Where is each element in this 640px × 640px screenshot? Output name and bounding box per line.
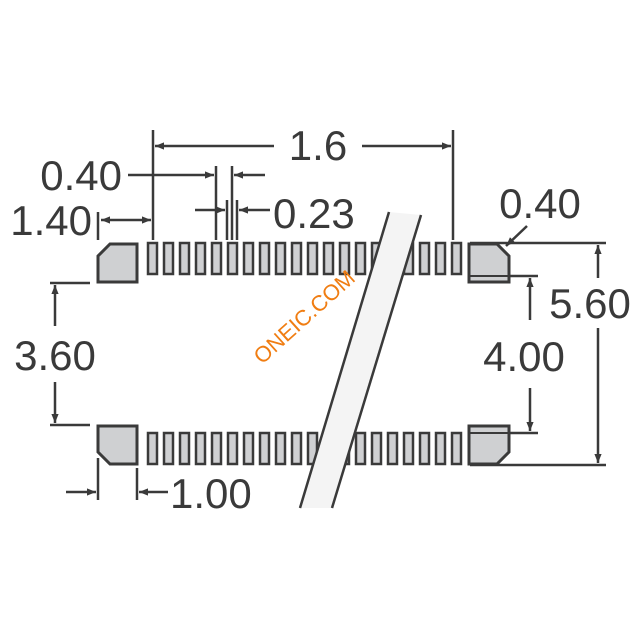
pin-pad (386, 431, 399, 466)
pin-pad (210, 241, 223, 276)
pin-pad (418, 431, 431, 466)
pin-pad (450, 241, 463, 276)
pin-pad (354, 431, 367, 466)
pin-pad (194, 431, 207, 466)
dim-pin-pitch (128, 166, 265, 240)
top-pin-row (146, 241, 463, 276)
label-corner-pad-width: 1.00 (170, 470, 252, 517)
pin-pad (290, 431, 303, 466)
break-line-left (298, 211, 391, 509)
label-end-offset: 1.40 (10, 197, 92, 244)
label-pin-pitch: 0.40 (40, 152, 122, 199)
pin-pad (178, 431, 191, 466)
pin-pad (258, 431, 271, 466)
pin-pad (178, 241, 191, 276)
break-line-right (330, 214, 423, 509)
pin-pad (162, 431, 175, 466)
pin-pad (242, 241, 255, 276)
watermark: ONEIC.COM (249, 265, 360, 369)
label-corner-chamfer: 0.40 (499, 180, 581, 227)
break-band (300, 212, 421, 508)
corner-pad-bottom-right (467, 424, 511, 466)
pin-pad (306, 241, 319, 276)
dim-corner-pad-width (66, 458, 168, 500)
pin-pad (274, 431, 287, 466)
corner-pad-bottom-left (96, 424, 139, 466)
pin-pad (242, 431, 255, 466)
pin-pad (354, 241, 367, 276)
pin-pad (194, 241, 207, 276)
dim-outer-height (470, 241, 606, 467)
pin-pad (338, 241, 351, 276)
dim-pin-width (195, 200, 270, 240)
pin-pad (402, 431, 415, 466)
pin-pad (226, 241, 239, 276)
pin-pad (258, 241, 271, 276)
label-overall-span: 1.6 (289, 122, 347, 169)
dim-end-offset (96, 212, 151, 240)
label-outer-height: 5.60 (549, 280, 631, 327)
pin-pad (146, 431, 159, 466)
pin-pad (226, 431, 239, 466)
corner-pad-top-left (96, 242, 139, 284)
label-inner-span: 3.60 (14, 332, 96, 379)
pin-pad (290, 241, 303, 276)
label-pin-width: 0.23 (273, 190, 355, 237)
dim-pad-row-span (510, 274, 538, 435)
pin-pad (274, 241, 287, 276)
pin-pad (146, 241, 159, 276)
pin-pad (450, 431, 463, 466)
pin-pad (210, 431, 223, 466)
bottom-pin-row (146, 431, 463, 466)
pin-pad (434, 241, 447, 276)
pin-pad (434, 431, 447, 466)
label-pad-row-span: 4.00 (483, 333, 565, 380)
pin-pad (322, 241, 335, 276)
pin-pad (418, 241, 431, 276)
pin-pad (370, 431, 383, 466)
pin-pad (162, 241, 175, 276)
dim-inner-span (50, 281, 90, 427)
dim-overall-span (151, 130, 455, 240)
